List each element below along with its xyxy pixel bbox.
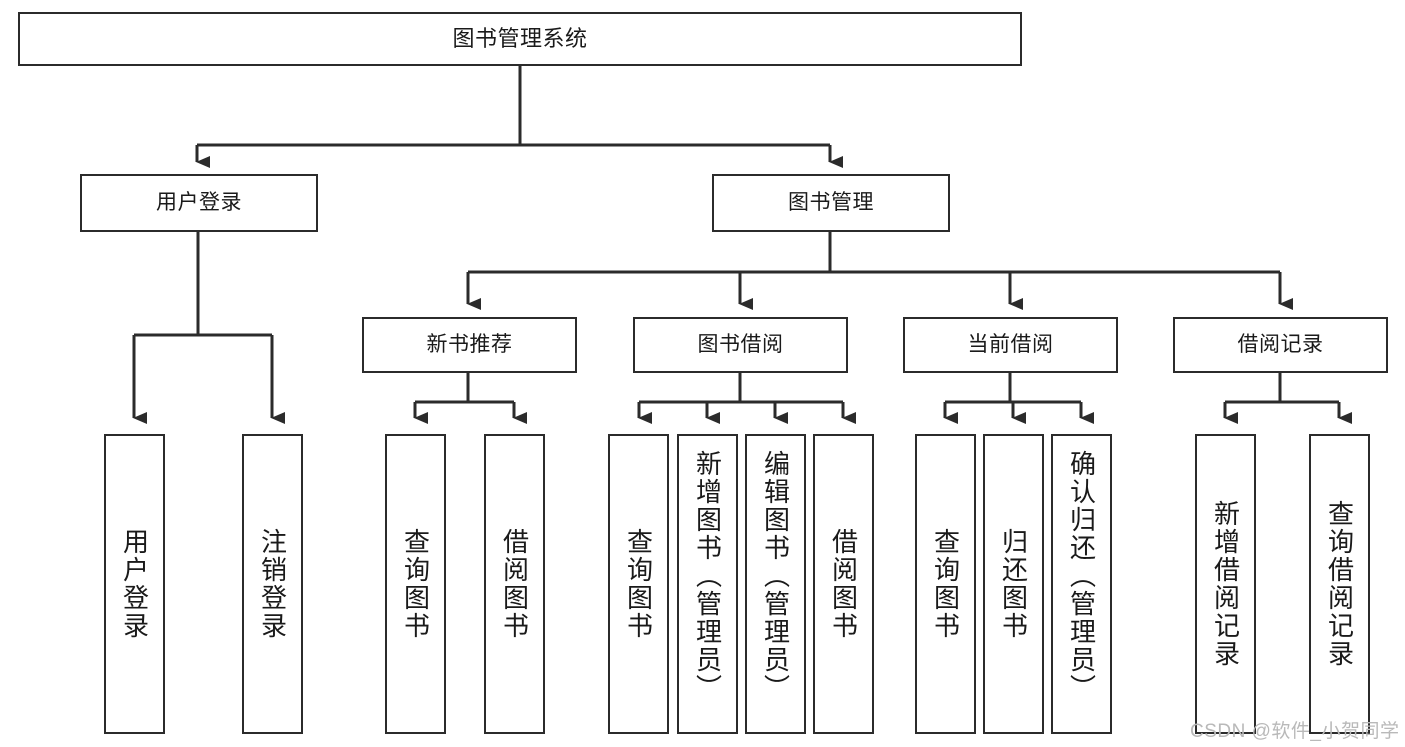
node-label: 借阅图书 xyxy=(499,528,530,640)
node-label: 借阅记录 xyxy=(1237,333,1324,357)
node-root-system[interactable]: 图书管理系统 xyxy=(18,12,1022,66)
node-user-login[interactable]: 用户登录 xyxy=(80,174,318,232)
leaf-logout-login[interactable]: 注销登录 xyxy=(242,434,303,734)
node-label: 查询借阅记录 xyxy=(1324,500,1355,668)
leaf-add-book[interactable]: 新增图书（管理员） xyxy=(677,434,738,734)
node-label: 查询图书 xyxy=(623,528,654,640)
node-label: 借阅图书 xyxy=(828,528,859,640)
node-label: 确认归还（管理员） xyxy=(1066,450,1097,702)
node-borrow-record[interactable]: 借阅记录 xyxy=(1173,317,1388,373)
leaf-edit-book[interactable]: 编辑图书（管理员） xyxy=(745,434,806,734)
leaf-query-book-3[interactable]: 查询图书 xyxy=(915,434,976,734)
node-label: 图书管理 xyxy=(788,191,874,215)
node-book-borrow[interactable]: 图书借阅 xyxy=(633,317,848,373)
leaf-return-book[interactable]: 归还图书 xyxy=(983,434,1044,734)
node-label: 编辑图书（管理员） xyxy=(760,450,791,702)
node-label: 图书管理系统 xyxy=(452,25,588,51)
node-book-manage[interactable]: 图书管理 xyxy=(712,174,950,232)
node-label: 当前借阅 xyxy=(967,333,1054,357)
leaf-confirm-return[interactable]: 确认归还（管理员） xyxy=(1051,434,1112,734)
node-label: 用户登录 xyxy=(119,528,150,640)
leaf-query-record[interactable]: 查询借阅记录 xyxy=(1309,434,1370,734)
leaf-query-book-2[interactable]: 查询图书 xyxy=(608,434,669,734)
node-label: 新书推荐 xyxy=(426,333,513,357)
node-label: 新增图书（管理员） xyxy=(692,450,723,702)
leaf-add-record[interactable]: 新增借阅记录 xyxy=(1195,434,1256,734)
node-current-borrow[interactable]: 当前借阅 xyxy=(903,317,1118,373)
csdn-watermark: CSDN @软件_小贺同学 xyxy=(1190,721,1400,742)
node-label: 图书借阅 xyxy=(697,333,784,357)
leaf-query-book-1[interactable]: 查询图书 xyxy=(385,434,446,734)
node-label: 用户登录 xyxy=(156,191,242,215)
node-label: 注销登录 xyxy=(257,528,288,640)
leaf-borrow-book-1[interactable]: 借阅图书 xyxy=(484,434,545,734)
leaf-user-login[interactable]: 用户登录 xyxy=(104,434,165,734)
node-new-book-recommend[interactable]: 新书推荐 xyxy=(362,317,577,373)
node-label: 查询图书 xyxy=(930,528,961,640)
node-label: 归还图书 xyxy=(998,528,1029,640)
node-label: 新增借阅记录 xyxy=(1210,500,1241,668)
node-label: 查询图书 xyxy=(400,528,431,640)
leaf-borrow-book-2[interactable]: 借阅图书 xyxy=(813,434,874,734)
